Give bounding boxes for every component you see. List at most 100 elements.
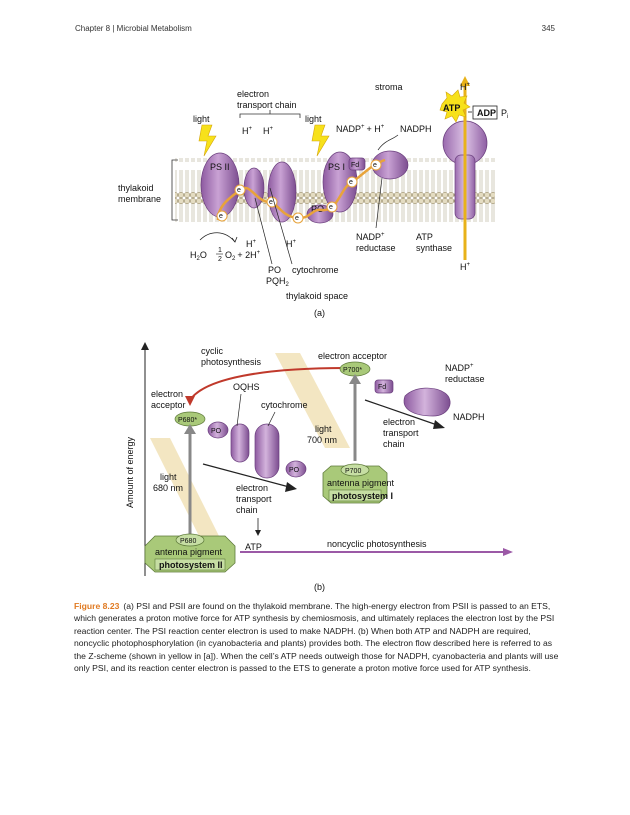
- p700-star-label: P700*: [343, 367, 362, 374]
- light-bolt-icon: [198, 124, 217, 157]
- po-label: PO: [211, 428, 222, 435]
- page-number: 345: [541, 24, 555, 33]
- thylakoid-membrane-label-1: thylakoid: [118, 183, 154, 193]
- figure-caption: Figure 8.23(a) PSI and PSII are found on…: [74, 600, 560, 674]
- electron-acceptor-left-label-2: acceptor: [151, 400, 186, 410]
- atp-synthase-label-2: synthase: [416, 243, 452, 253]
- fd-label: Fd: [378, 384, 386, 391]
- ferredoxin: [348, 157, 366, 171]
- light-700-label-2: 700 nm: [307, 435, 337, 445]
- electron-acceptor-top-label: electron acceptor: [318, 351, 387, 361]
- p680-label: P680: [180, 538, 196, 545]
- atp-synthase-label-1: ATP: [416, 232, 433, 242]
- etc-arrow: [202, 463, 294, 489]
- figure-label: Figure 8.23: [74, 601, 120, 611]
- nadph-label: NADPH: [453, 412, 485, 422]
- p700: [340, 463, 370, 477]
- electron-acceptor-left-label-1: electron: [151, 389, 183, 399]
- h-plus-label: H+: [460, 262, 471, 272]
- water-label: H2O: [190, 250, 207, 262]
- p700-label: P700: [345, 468, 361, 475]
- h-plus-label: H+: [263, 126, 274, 136]
- oqhs-label: OQHS: [233, 382, 260, 392]
- nadph-arrow: [364, 399, 441, 427]
- atp-label: ATP: [443, 103, 460, 113]
- antenna-pigment-ps2-label: antenna pigment: [155, 547, 223, 557]
- psii-label: PS II: [210, 162, 230, 172]
- pi-label: Pi: [501, 108, 508, 120]
- photosystem-ii-label: photosystem II: [159, 560, 223, 570]
- h-plus-label: H+: [242, 126, 253, 136]
- oxygen-label: O2+ 2H+: [225, 250, 261, 262]
- svg-text:e: e: [219, 213, 223, 220]
- oqhs-protein: [230, 423, 250, 463]
- light-band-680: [150, 438, 220, 538]
- chapter-title: Chapter 8 | Microbial Metabolism: [75, 24, 192, 33]
- z-scheme-diagram: Amount of energy cyclic photosynthesis e…: [125, 342, 513, 592]
- electrons: e e e e e e e: [216, 159, 382, 224]
- atp-label: ATP: [245, 542, 262, 552]
- etc-center-label-1: electron: [236, 483, 268, 493]
- po-label: PO: [289, 467, 300, 474]
- cytochrome-label: cytochrome: [261, 400, 308, 410]
- h-plus-label: H+: [460, 82, 471, 92]
- po-bottom-label: PO: [268, 265, 281, 275]
- etc-right-label-1: electron: [383, 417, 415, 427]
- pqh2-label: PQH2: [266, 276, 290, 288]
- nadp-reductase-label-2: reductase: [356, 243, 396, 253]
- p680: [175, 533, 205, 547]
- panel-b-label: (b): [314, 582, 325, 592]
- h-plus-label: H+: [286, 239, 297, 249]
- p680-star-label: P680*: [178, 417, 197, 424]
- thylakoid-membrane-label-2: membrane: [118, 194, 161, 204]
- light-label-psii: light: [193, 114, 210, 124]
- ferredoxin: [374, 379, 394, 394]
- cytochrome-complex: [267, 161, 297, 223]
- svg-text:e: e: [295, 215, 299, 222]
- light-680-label-2: 680 nm: [153, 483, 183, 493]
- etc-center-label-3: chain: [236, 505, 258, 515]
- etc-right-label-3: chain: [383, 439, 405, 449]
- atp-burst-icon: [439, 89, 471, 123]
- stroma-label: stroma: [375, 82, 403, 92]
- nadp-reductase-label-1: NADP+: [445, 363, 474, 373]
- nadp-reductase: [403, 387, 451, 417]
- caption-text: (a) PSI and PSII are found on the thylak…: [74, 601, 559, 674]
- half-numerator: 1: [218, 247, 222, 254]
- svg-text:e: e: [269, 199, 273, 206]
- light-label-psi: light: [305, 114, 322, 124]
- thylakoid-space-label: thylakoid space: [286, 291, 348, 301]
- cyclic-label-2: photosynthesis: [201, 357, 262, 367]
- po-protein: [207, 421, 229, 439]
- page-header: Chapter 8 | Microbial Metabolism 345: [75, 24, 555, 38]
- light-bolt-icon: [311, 124, 330, 157]
- etc-label-1: electron: [237, 89, 269, 99]
- cyclic-label-1: cyclic: [201, 346, 223, 356]
- nadp-reductase-label-1: NADP+: [356, 232, 385, 242]
- thylakoid-membrane-diagram: thylakoid membrane stroma electron trans…: [118, 76, 508, 318]
- h-plus-label: H+: [246, 239, 257, 249]
- half-denominator: 2: [218, 256, 222, 263]
- light-700-label-1: light: [315, 424, 332, 434]
- nadp-reductase-label-2: reductase: [445, 374, 485, 384]
- etc-right-label-2: transport: [383, 428, 419, 438]
- antenna-pigment-ps1-label: antenna pigment: [327, 478, 395, 488]
- noncyclic-label: noncyclic photosynthesis: [327, 539, 427, 549]
- svg-text:e: e: [349, 179, 353, 186]
- svg-text:e: e: [373, 162, 377, 169]
- photosystem-i-label: photosystem I: [332, 491, 393, 501]
- nadp-plus-label: NADP++ H+: [336, 124, 385, 134]
- nadph-label: NADPH: [400, 124, 432, 134]
- adp-label: ADP: [477, 108, 496, 118]
- cytochrome-protein: [254, 423, 280, 479]
- cytochrome-label: cytochrome: [292, 265, 339, 275]
- cyclic-arrow: [189, 367, 346, 401]
- light-band-700: [275, 353, 350, 448]
- y-axis-label: Amount of energy: [125, 436, 135, 508]
- po-protein: [285, 460, 307, 478]
- adp-box: [472, 105, 498, 120]
- fd-label: Fd: [351, 162, 359, 169]
- etc-center-label-2: transport: [236, 494, 272, 504]
- psi-label: PS I: [328, 162, 345, 172]
- etc-label-2: transport chain: [237, 100, 297, 110]
